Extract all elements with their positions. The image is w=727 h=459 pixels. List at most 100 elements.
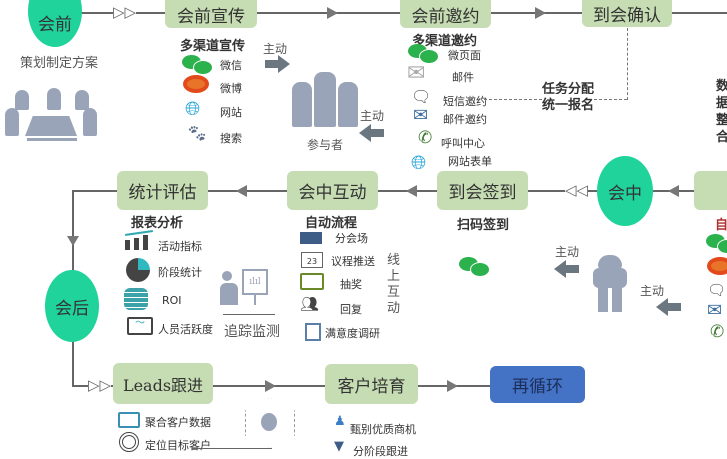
interact-box-label: 会中互动 <box>298 183 367 203</box>
interact-item: 分会场 <box>335 232 368 245</box>
interact-item: 满意度调研 <box>325 327 380 340</box>
double-chevron-icon: ▷▷ <box>113 3 137 21</box>
monitor-icon: 〜 <box>127 317 153 335</box>
phase-before: 会前 <box>28 0 82 47</box>
person-icon <box>590 255 630 313</box>
tracking-arrow <box>223 314 275 315</box>
weibo-icon <box>707 257 727 275</box>
nurture-box[interactable]: 客户培育 <box>325 364 418 404</box>
promo-box[interactable]: 会前宣传 <box>165 0 257 28</box>
presenter-icon: ılıl <box>220 265 275 317</box>
interact-title: 自动流程 <box>305 216 358 231</box>
flow-line-middle <box>72 190 727 192</box>
wechat-icon <box>408 44 439 64</box>
invite-item: 呼叫中心 <box>441 137 485 150</box>
phase-after: 会后 <box>45 270 99 342</box>
invite-item: 邮件邀约 <box>443 113 487 126</box>
weibo-icon <box>183 75 209 93</box>
invite-item: 微页面 <box>448 49 481 62</box>
promo-item: 微信 <box>220 59 242 72</box>
arrow-left-icon <box>358 124 384 142</box>
active-label: 主动 <box>263 42 288 56</box>
eval-box[interactable]: 统计评估 <box>117 171 208 210</box>
mail-invite-icon: ✉ <box>413 105 429 126</box>
arrow-right-icon <box>265 380 276 392</box>
phase-during: 会中 <box>597 156 653 226</box>
eval-box-label: 统计评估 <box>128 183 197 203</box>
checkin-box[interactable]: 到会签到 <box>437 171 528 210</box>
nurture-item: 甄别优质商机 <box>350 423 416 436</box>
interact-box[interactable]: 会中互动 <box>287 171 378 210</box>
network-icon <box>245 398 295 448</box>
right-partial-box[interactable] <box>694 171 727 210</box>
arrow-left-icon <box>406 185 417 197</box>
arrow-right-icon <box>535 7 546 19</box>
funnel-person-icon: ♟ <box>334 414 346 429</box>
eval-item: ROI <box>162 294 182 307</box>
meeting-icon <box>5 88 100 143</box>
funnel-icon: ▼ <box>334 439 344 454</box>
pie-chart-icon <box>126 258 150 282</box>
leads-item: 聚合客户数据 <box>145 416 211 429</box>
nurture-item: 分阶段跟进 <box>353 445 408 458</box>
sms-icon: 🗨︎ <box>707 281 727 299</box>
venue-icon <box>300 232 322 244</box>
promo-item: 微博 <box>220 82 242 95</box>
promo-item: 网站 <box>220 106 242 119</box>
recycle-box[interactable]: 再循环 <box>490 366 585 403</box>
leads-box-label: Leads跟进 <box>122 375 204 395</box>
invite-title: 多渠道邀约 <box>412 34 478 49</box>
confirm-box-label: 到会确认 <box>593 6 661 26</box>
invite-item: 邮件 <box>452 71 474 84</box>
calendar-icon: 23 <box>301 252 323 268</box>
recycle-box-label: 再循环 <box>512 377 563 397</box>
baidu-paw-icon: 🐾︎ <box>186 124 208 144</box>
double-chevron-left-icon: ◁◁ <box>565 181 589 199</box>
interact-item: 议程推送 <box>331 255 375 268</box>
promo-box-label: 会前宣传 <box>177 6 245 27</box>
mail-icon: ✉ <box>707 300 723 321</box>
eval-title: 报表分析 <box>131 216 184 231</box>
mail-icon: ✉ <box>407 61 426 86</box>
eval-item: 阶段统计 <box>158 266 202 279</box>
dotted-connector <box>627 28 628 100</box>
invite-item: 短信邀约 <box>443 95 487 108</box>
arrow-left-icon <box>553 260 579 278</box>
interact-item: 回复 <box>340 303 362 316</box>
chat-people-icon: 👥︎ <box>300 295 320 313</box>
wechat-icon <box>459 257 490 277</box>
invite-item: 网站表单 <box>448 155 492 168</box>
phase-before-label: 会前 <box>38 14 72 35</box>
online-interact-label: 线上互动 <box>387 253 401 316</box>
arrow-down-icon <box>67 236 79 246</box>
plan-label: 策划制定方案 <box>20 56 99 71</box>
eval-item: 人员活跃度 <box>158 323 213 336</box>
survey-icon <box>305 323 321 341</box>
globe-icon: 🌐︎ <box>185 98 201 120</box>
active-label: 主动 <box>360 109 385 123</box>
user-network-icon <box>261 413 277 431</box>
wechat-icon <box>706 234 727 254</box>
wechat-icon <box>182 55 213 75</box>
promo-item: 搜索 <box>220 132 242 145</box>
leads-item: 定位目标客户 <box>145 439 211 452</box>
sms-icon: 🗨︎ <box>411 87 432 106</box>
arrow-left-icon <box>668 185 679 197</box>
participants-label: 参与者 <box>307 138 344 152</box>
coins-icon <box>124 288 148 310</box>
gift-icon <box>300 273 324 290</box>
eval-item: 活动指标 <box>158 240 202 253</box>
task-label: 任务分配 <box>542 78 595 97</box>
arrow-right-icon <box>327 7 338 19</box>
confirm-box[interactable]: 到会确认 <box>582 0 672 27</box>
target-icon <box>119 432 139 452</box>
leads-box[interactable]: Leads跟进 <box>113 363 213 404</box>
flow-line-bottom <box>72 385 492 387</box>
bar-chart-icon <box>124 230 154 250</box>
globe-icon: 🌐︎ <box>411 152 427 174</box>
arrow-right-icon <box>265 55 291 73</box>
right-partial-title: 自 <box>715 218 727 233</box>
invite-box[interactable]: 会前邀约 <box>400 0 491 28</box>
arrow-right-icon <box>447 380 458 392</box>
data-merge-label: 数据整合 <box>716 79 727 145</box>
